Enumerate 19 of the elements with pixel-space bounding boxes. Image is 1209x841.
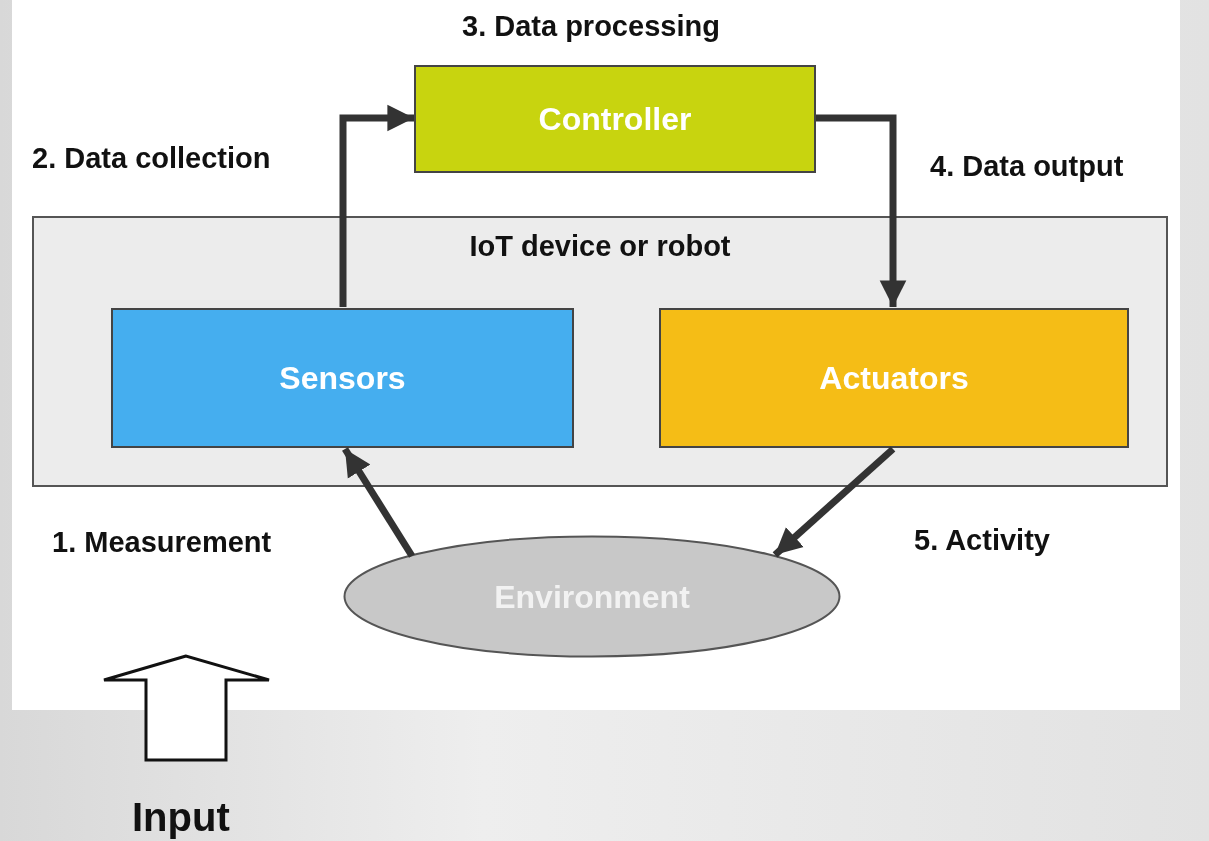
box-label: Controller [537,100,693,138]
step-label: 3. Data processing [462,10,720,43]
process-box [111,308,574,448]
step-label: 5. Activity [914,524,1050,557]
process-box [659,308,1129,448]
arrow [816,114,907,307]
group-title: IoT device or robot [468,230,732,263]
step-label: 4. Data output [930,150,1124,183]
environment-ellipse [343,535,841,658]
arrow [342,447,415,558]
process-box [414,65,816,173]
input-label: Input [132,795,230,840]
arrow [772,446,896,558]
box-label: Actuators [818,359,970,397]
arrow [339,104,414,307]
device-group-box [32,216,1168,487]
step-label: 1. Measurement [52,526,272,559]
box-label: Sensors [278,359,407,397]
step-label: 2. Data collection [32,142,271,175]
